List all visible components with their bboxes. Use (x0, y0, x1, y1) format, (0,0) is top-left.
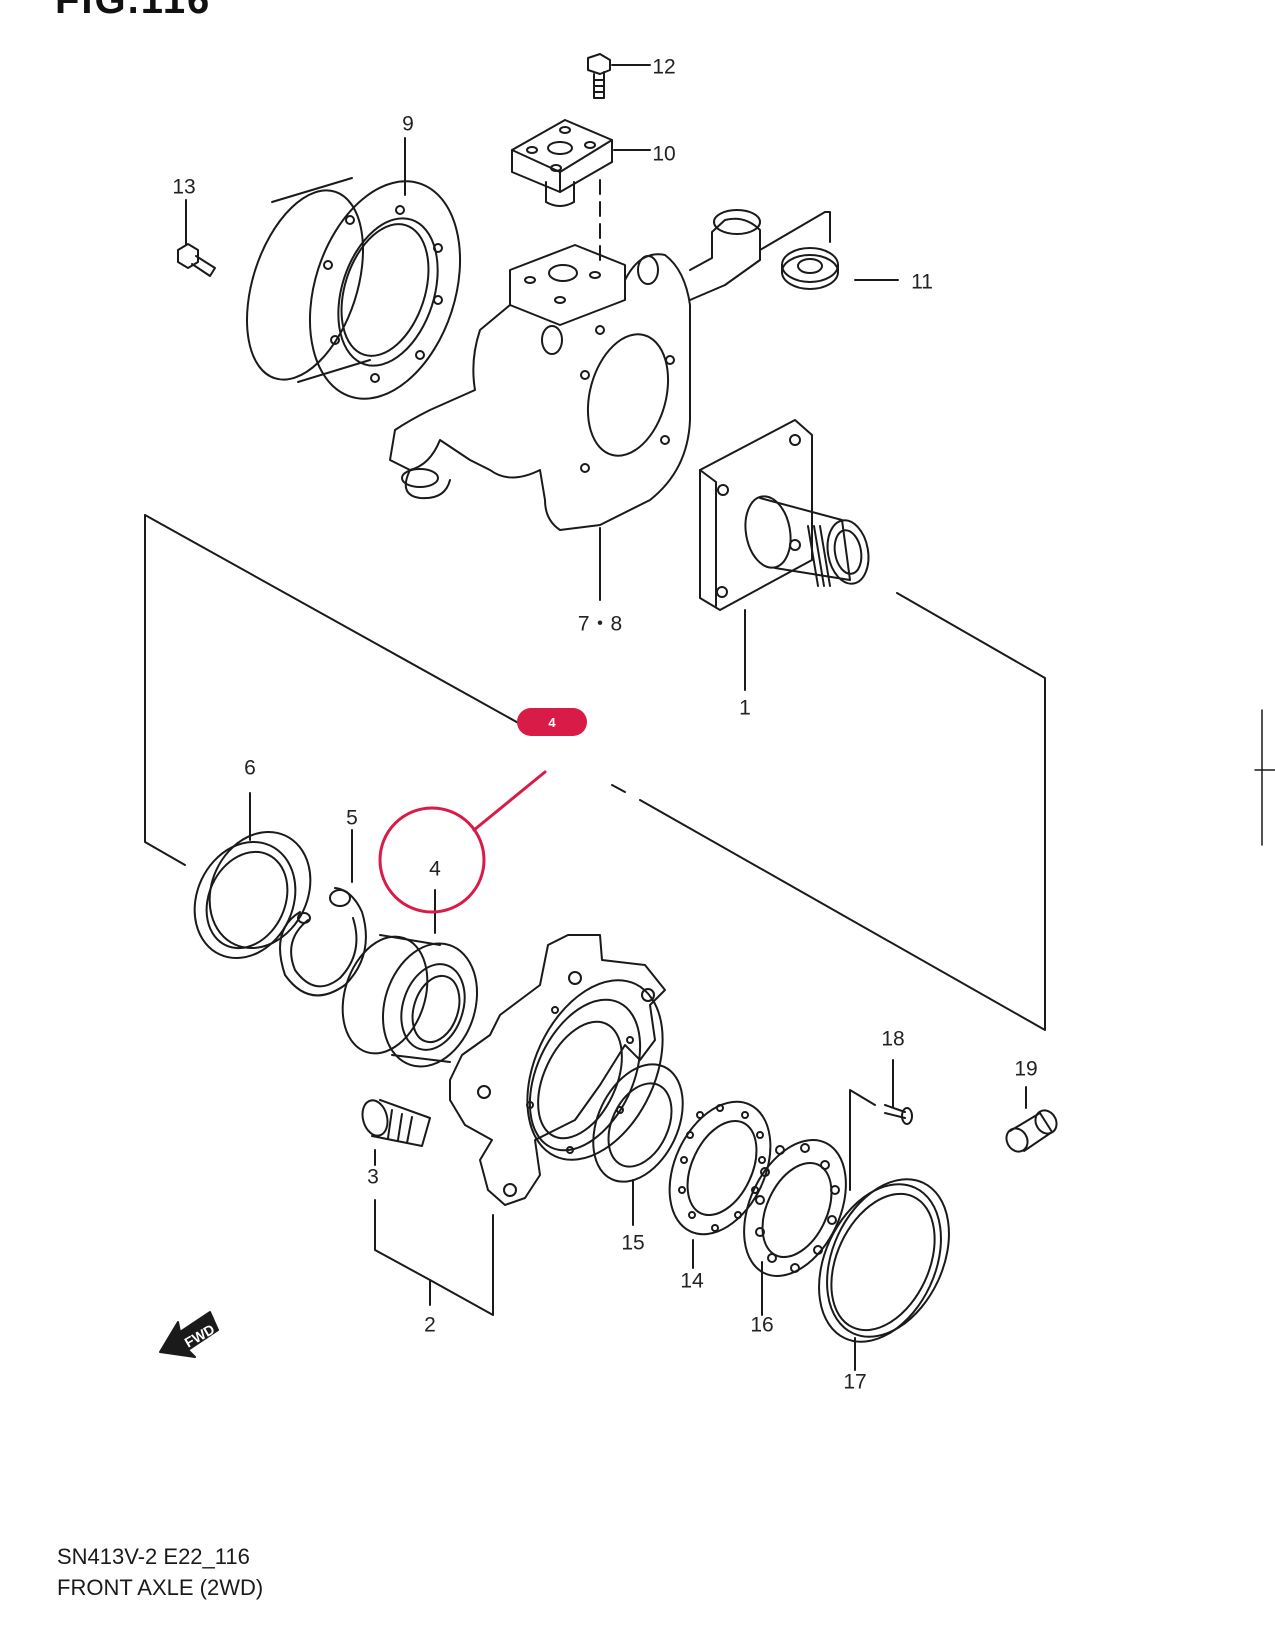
bracket-line-left (144, 514, 186, 866)
bracket-line-upper (144, 514, 541, 736)
callout-18: 18 (881, 1027, 905, 1051)
model-code: SN413V-2 E22_116 (57, 1544, 250, 1569)
leader-18-axis (849, 1089, 876, 1191)
figure-title: FIG.116 (55, 0, 212, 22)
leader-2-bracket (374, 1199, 494, 1316)
part-6-oil-seal (193, 830, 312, 960)
section-title: FRONT AXLE (2WD) (57, 1575, 264, 1600)
part-19-dowel-pin (1005, 1109, 1058, 1153)
part-9-oil-seal (246, 177, 462, 400)
part-13-bolt (177, 243, 216, 277)
callout-7-8: 7・8 (577, 612, 623, 636)
callout-19: 19 (1014, 1057, 1038, 1081)
part-7-8-knuckle (389, 209, 761, 531)
part-16-lock-plate (743, 1139, 847, 1277)
callout-17: 17 (843, 1370, 867, 1394)
part-17-dust-cap (818, 1178, 950, 1343)
bracket-dash (611, 784, 626, 793)
callout-13: 13 (172, 175, 196, 199)
callout-4: 4 (429, 857, 441, 881)
callout-14: 14 (680, 1269, 704, 1293)
highlight-callout (378, 770, 547, 914)
callout-11: 11 (911, 270, 933, 294)
callout-5: 5 (346, 806, 358, 830)
part-1-spindle (699, 419, 870, 611)
part-4-wheel-bearing (341, 934, 479, 1068)
callout-9: 9 (402, 112, 414, 136)
part-3-hub-bolt (361, 1099, 431, 1147)
part-2-wheel-hub (449, 934, 666, 1206)
leader-11-axis (759, 211, 831, 251)
callout-15: 15 (621, 1231, 645, 1255)
bracket-line-right (639, 592, 1046, 1031)
callout-3: 3 (367, 1165, 379, 1189)
callout-1: 1 (739, 696, 751, 720)
part-18-screw (884, 1104, 913, 1125)
part-11-bearing (781, 247, 839, 290)
callout-6: 6 (244, 756, 256, 780)
part-5-circlip (279, 887, 367, 997)
part-14-thrust-bearing (668, 1100, 772, 1236)
highlight-badge[interactable]: 4 (517, 708, 587, 736)
part-12-bolt (587, 53, 611, 99)
part-10-plate (511, 119, 613, 207)
part-15-seal-washer (592, 1063, 684, 1183)
fwd-direction-arrow: FWD (159, 1311, 219, 1358)
callout-12: 12 (652, 55, 676, 79)
callout-2: 2 (424, 1313, 436, 1337)
callout-10: 10 (652, 142, 676, 166)
callout-16: 16 (750, 1313, 774, 1337)
